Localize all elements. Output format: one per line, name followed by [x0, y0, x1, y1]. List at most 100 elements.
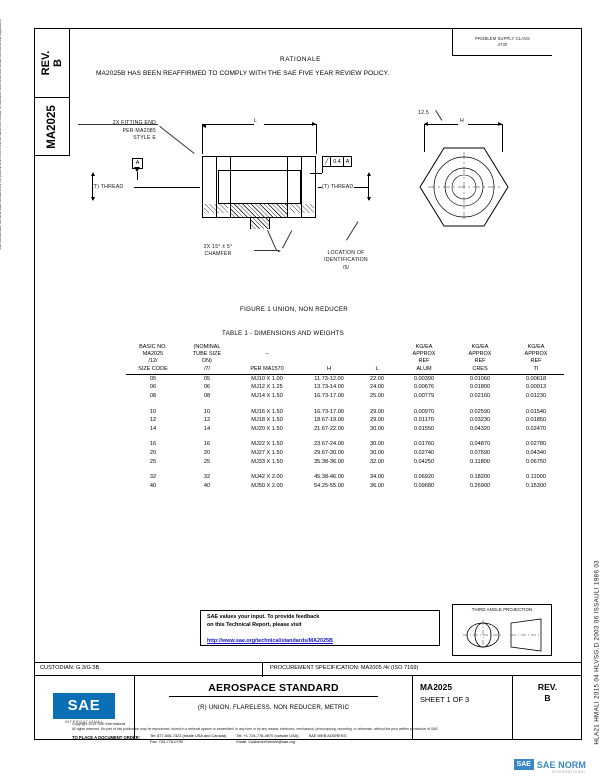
standard-type-title: AEROSPACE STANDARD: [208, 682, 339, 694]
title-block-row-main: SAE INTERNATIONAL AEROSPACE STANDARD (R)…: [34, 676, 582, 740]
table-cell: 0.04250: [413, 458, 435, 465]
title-underline: [169, 696, 378, 698]
table-cell: 0.01060: [469, 375, 491, 382]
rationale-body: MA2025B HAS BEEN REAFFIRMED TO COMPLY WI…: [96, 70, 390, 77]
table-cell: MJ50 X 2.00: [251, 482, 283, 489]
table-cell: 30.00: [370, 449, 384, 456]
rights-text: All rights reserved. No part of this pub…: [72, 727, 439, 731]
table-cell: 16: [149, 441, 157, 448]
title-block: CUSTODIAN: G 3/G 3B PROCUREMENT SPECIFIC…: [34, 662, 582, 740]
table-cell: 0.04320: [469, 425, 491, 432]
revision-cell-label: REV.: [537, 682, 558, 692]
table-header-row: BASIC NO. MA2025 /12/ SIZE CODE (NOMINAL…: [126, 344, 564, 375]
table-head: BASIC NO. MA2025 /12/ SIZE CODE (NOMINAL…: [126, 344, 564, 375]
feedback-link[interactable]: http://www.sae.org/technical/standards/M…: [207, 638, 333, 645]
title-block-row-top: CUSTODIAN: G 3/G 3B PROCUREMENT SPECIFIC…: [34, 662, 582, 677]
table-cell: 40: [149, 482, 157, 489]
table-cell: 0.15300: [525, 482, 547, 489]
table-cell: 0.00676: [413, 384, 435, 391]
custodian-text: CUSTODIAN: G 3/G 3B: [40, 665, 100, 671]
table-cell: 32: [203, 474, 211, 481]
table-cell: 25.00: [370, 393, 384, 399]
tel-usa: Tel: 877-606-7323 (inside USA and Canada…: [150, 733, 227, 739]
fax-number: Fax: 724-776-0790: [150, 738, 183, 744]
third-angle-title: THIRD ANGLE PROJECTION: [471, 607, 533, 612]
table-cell: 0.01550: [413, 425, 435, 432]
document-number-box: MA2025: [34, 98, 70, 156]
side-note-review: SAE reviews each technical report at lea…: [0, 18, 2, 250]
table-cell: 21.67-22.00: [314, 425, 344, 432]
table-cell: 0.02740: [413, 449, 435, 456]
dimension-l-label: L: [254, 118, 258, 124]
table-cell: 40: [203, 482, 211, 489]
fcf-tolerance: 0.4: [331, 157, 344, 166]
table-cell: 0.01800: [469, 384, 491, 391]
table-cell: 0.02590: [469, 408, 491, 415]
table-cell: 0.04340: [525, 449, 547, 456]
table-cell: 32.00: [370, 458, 384, 465]
table-cell: 0.18200: [469, 474, 491, 481]
table-cell: 14: [149, 425, 157, 432]
figure-caption: FIGURE 1 UNION, NON REDUCER: [240, 306, 349, 313]
table-cell: 29.00: [370, 417, 384, 424]
table-cell: MJ10 X 1.00: [251, 375, 283, 382]
sae-logo-text: SAE: [67, 697, 101, 714]
table-cell: MJ16 X 1.50: [251, 408, 283, 415]
revision-value: B: [51, 58, 64, 67]
email-address: Email: CustomerService@sae.org: [236, 738, 296, 744]
dimension-h-label: H: [460, 118, 464, 124]
table-cell: 14: [203, 425, 211, 432]
table-cell: 0.06750: [525, 458, 547, 465]
table-cell: MJ22 X 1.50: [251, 441, 283, 448]
table-cell: 54.25-55.00: [314, 482, 344, 489]
table-cell: 36.00: [370, 482, 384, 489]
table-cell: 0.01850: [525, 417, 547, 424]
copyright-text: Copyright 2015 SAE International: [72, 722, 126, 726]
table-cell: 12: [203, 417, 211, 424]
table-cell: 08: [203, 393, 211, 399]
table-cell: 20: [203, 449, 211, 456]
th-h: H: [300, 344, 358, 375]
table-group-spacer: [126, 466, 564, 473]
supply-class-box: PROBLEM SUPPLY CLASS 4730: [452, 28, 552, 56]
th-tube-size: (NOMINAL TUBE SIZE DN) /7/: [180, 344, 234, 375]
document-number-value: MA2025: [45, 104, 58, 149]
table-cell: 06: [203, 384, 211, 391]
table-cell: 11.73-12.00: [314, 375, 344, 382]
footer: Copyright 2015 SAE International All rig…: [72, 722, 572, 744]
table-cell: 24.00: [370, 384, 384, 391]
watermark-text: SAE NORM: [536, 759, 586, 770]
chamfer-label: 2X 15° ± 5° CHAMFER: [203, 244, 233, 258]
table-cell: MJ20 X 1.50: [251, 425, 283, 432]
surface-finish-label: 12.5: [418, 110, 429, 116]
table-cell: 20: [149, 449, 157, 456]
table-cell: 0.02780: [525, 441, 547, 448]
standard-subtitle: (R) UNION, FLARELESS, NON REDUCER, METRI…: [197, 704, 350, 711]
watermark-mark: SAE: [513, 759, 534, 770]
table-cell: 30.00: [370, 425, 384, 432]
table-row: 14 14 MJ20 X 1.50 21.67-22.00 30.00 0.01550 0.…: [126, 425, 564, 434]
table-cell: 16.73-17.00: [314, 408, 344, 415]
table-cell: MJ33 X 1.50: [251, 458, 283, 465]
table-cell: 0.04870: [469, 441, 491, 448]
table-cell: 08: [149, 393, 157, 399]
table-cell: 0.00618: [525, 375, 547, 382]
table-cell: MJ12 X 1.25: [251, 384, 283, 391]
th-cres: KG/EA APPROX REF CRES: [452, 344, 508, 375]
feedback-box: SAE values your input. To provide feedba…: [200, 610, 440, 646]
table-cell: 10: [203, 408, 211, 415]
table-cell: 23.67-24.00: [314, 441, 344, 448]
drawing-frame: [34, 28, 582, 740]
table-cell: MJ14 X 1.50: [251, 393, 283, 399]
table-cell: 0.11800: [470, 458, 490, 465]
